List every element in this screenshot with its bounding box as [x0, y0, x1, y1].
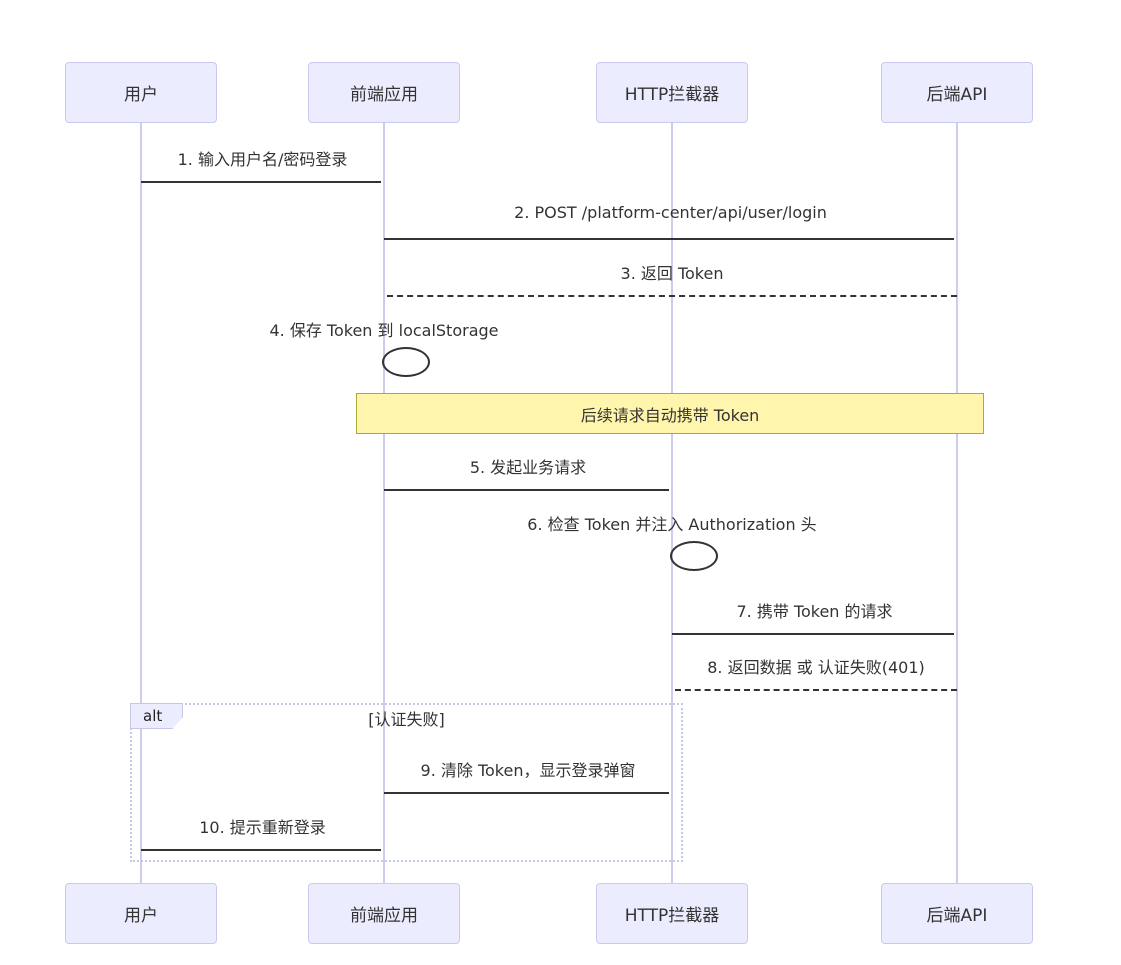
message-9-line — [384, 792, 669, 794]
participant-label: 前端应用 — [350, 85, 418, 105]
message-7-label: 7. 携带 Token 的请求 — [736, 602, 893, 621]
participant-user-top: 用户 — [65, 62, 217, 123]
message-8-line — [675, 689, 957, 691]
message-5-label: 5. 发起业务请求 — [469, 458, 587, 477]
message-8-label: 8. 返回数据 或 认证失败(401) — [707, 658, 925, 677]
lifeline-frontend — [383, 123, 385, 883]
lifeline-user — [140, 123, 142, 883]
note-box: 后续请求自动携带 Token — [356, 393, 984, 434]
message-3-label: 3. 返回 Token — [620, 264, 724, 283]
message-2-label: 2. POST /platform-center/api/user/login — [514, 203, 827, 222]
participant-label: 用户 — [124, 85, 158, 105]
participant-label: 前端应用 — [350, 906, 418, 926]
alt-label: alt — [143, 707, 163, 725]
alt-condition-label: [认证失败] — [368, 710, 445, 729]
participant-label: 用户 — [124, 906, 158, 926]
participant-label: 后端API — [926, 906, 988, 926]
message-9-label: 9. 清除 Token，显示登录弹窗 — [420, 761, 636, 780]
message-5-line — [384, 489, 669, 491]
message-4-label: 4. 保存 Token 到 localStorage — [269, 321, 499, 340]
message-4-self-loop — [382, 347, 430, 377]
message-3-line — [387, 295, 957, 297]
alt-frame — [130, 703, 683, 862]
message-2-line — [384, 238, 954, 240]
message-6-self-loop — [670, 541, 718, 571]
participant-frontend-bottom: 前端应用 — [308, 883, 460, 944]
participant-label: HTTP拦截器 — [624, 906, 720, 926]
alt-label-tab: alt — [130, 703, 183, 729]
participant-label: 后端API — [926, 85, 988, 105]
participant-frontend-top: 前端应用 — [308, 62, 460, 123]
message-6-label: 6. 检查 Token 并注入 Authorization 头 — [527, 515, 817, 534]
participant-backend-bottom: 后端API — [881, 883, 1033, 944]
message-1-line — [141, 181, 381, 183]
participant-interceptor-top: HTTP拦截器 — [596, 62, 748, 123]
participant-interceptor-bottom: HTTP拦截器 — [596, 883, 748, 944]
participant-user-bottom: 用户 — [65, 883, 217, 944]
lifeline-backend — [956, 123, 958, 883]
message-10-label: 10. 提示重新登录 — [199, 818, 326, 837]
message-1-label: 1. 输入用户名/密码登录 — [177, 150, 348, 169]
participant-backend-top: 后端API — [881, 62, 1033, 123]
lifeline-interceptor — [671, 123, 673, 883]
participant-label: HTTP拦截器 — [624, 85, 720, 105]
message-7-line — [672, 633, 954, 635]
note-label: 后续请求自动携带 Token — [580, 405, 760, 425]
message-10-line — [141, 849, 381, 851]
